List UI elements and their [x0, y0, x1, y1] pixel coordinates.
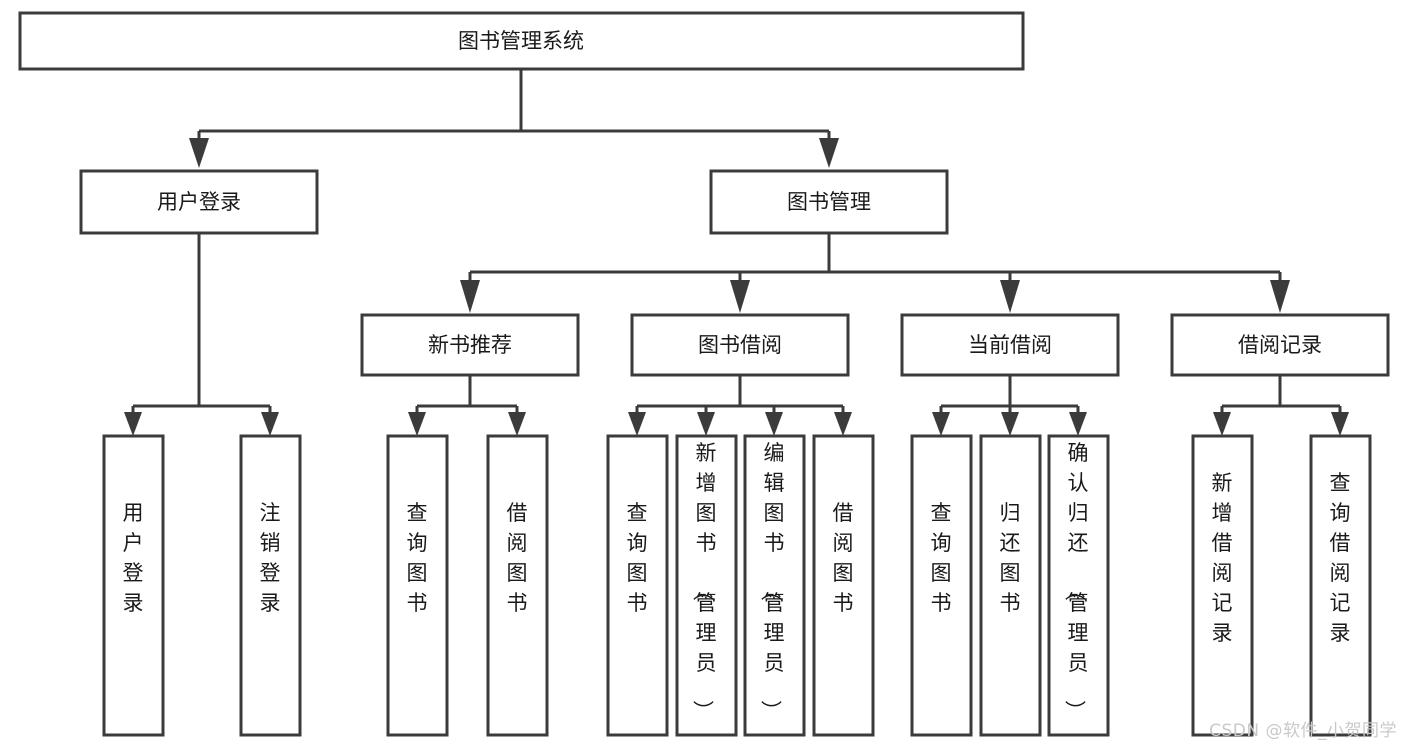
leaf-user-login-label: 用户登录 — [123, 501, 144, 615]
leaf-confirm-return-label: 确认归还（管理员） — [1063, 441, 1089, 721]
leaf-borrow-book-2-label: 借阅图书 — [833, 501, 854, 615]
leaf-return-book-box[interactable] — [979, 434, 1042, 737]
leaf-add-record-label: 新增借阅记录 — [1212, 471, 1233, 645]
leaf-edit-book-label: 编辑图书（管理员） — [759, 441, 785, 721]
csdn-watermark: CSDN @软件_小贺同学 — [1209, 721, 1397, 741]
leaf-borrow-book-1-box[interactable] — [486, 434, 549, 737]
leaf-logout[interactable]: 注销登录 — [239, 434, 302, 737]
node-root-box[interactable] — [18, 11, 1025, 71]
connector-group-current-borrow — [932, 376, 1087, 436]
leaf-logout-box[interactable] — [239, 434, 302, 737]
node-borrow-record-box[interactable] — [1170, 313, 1390, 377]
arrowhead-leaf-add-book — [697, 412, 715, 436]
leaf-return-book-label: 归还图书 — [1000, 501, 1021, 615]
leaf-borrow-book-1-label: 借阅图书 — [507, 501, 528, 615]
arrowhead-leaf-borrow-book-2 — [834, 412, 852, 436]
leaf-add-book[interactable]: 新增图书（管理员） — [675, 434, 738, 737]
leaf-confirm-return[interactable]: 确认归还（管理员） — [1047, 434, 1110, 737]
leaf-borrow-book-2[interactable]: 借阅图书 — [812, 434, 875, 737]
node-user-login-label: 用户登录 — [157, 190, 241, 214]
arrowhead-leaf-return-book — [1001, 412, 1019, 436]
leaf-add-record-box[interactable] — [1191, 434, 1254, 737]
node-current-borrow[interactable]: 当前借阅 — [900, 313, 1120, 377]
node-borrow-record[interactable]: 借阅记录 — [1170, 313, 1390, 377]
leaf-add-record[interactable]: 新增借阅记录 — [1191, 434, 1254, 737]
leaf-add-book-box[interactable] — [675, 434, 738, 737]
arrowhead-leaf-query-book-1 — [408, 412, 426, 436]
leaf-query-record-label: 查询借阅记录 — [1330, 471, 1351, 645]
node-book-manage-label: 图书管理 — [787, 190, 871, 214]
leaf-borrow-book-1[interactable]: 借阅图书 — [486, 434, 549, 737]
node-book-borrow-box[interactable] — [630, 313, 850, 377]
leaf-query-record[interactable]: 查询借阅记录 — [1309, 434, 1372, 737]
arrowhead-to-new-book-recommend — [460, 280, 480, 313]
arrowhead-leaf-confirm-return — [1069, 412, 1087, 436]
leaf-query-book-3-box[interactable] — [910, 434, 973, 737]
leaf-edit-book-box[interactable] — [743, 434, 806, 737]
leaf-query-book-1[interactable]: 查询图书 — [386, 434, 449, 737]
node-user-login-box[interactable] — [79, 169, 319, 235]
node-new-book-recommend-label: 新书推荐 — [428, 333, 512, 357]
node-user-login[interactable]: 用户登录 — [79, 169, 319, 235]
connector-group-user-login — [124, 233, 279, 436]
arrowhead-to-borrow-record — [1270, 280, 1290, 313]
node-book-borrow-label: 图书借阅 — [698, 333, 782, 357]
arrowhead-leaf-borrow-book-1 — [508, 412, 526, 436]
leaf-confirm-return-box[interactable] — [1047, 434, 1110, 737]
arrowhead-to-user-login — [189, 138, 209, 168]
arrowhead-leaf-query-record — [1331, 412, 1349, 436]
leaf-query-record-box[interactable] — [1309, 434, 1372, 737]
arrowhead-leaf-query-book-3 — [932, 412, 950, 436]
leaf-query-book-2[interactable]: 查询图书 — [606, 434, 669, 737]
leaf-borrow-book-2-box[interactable] — [812, 434, 875, 737]
leaf-query-book-3-label: 查询图书 — [931, 501, 952, 615]
connector-group-root — [189, 70, 839, 168]
leaf-query-book-2-box[interactable] — [606, 434, 669, 737]
node-root-label: 图书管理系统 — [458, 29, 584, 53]
leaf-user-login-box[interactable] — [102, 434, 165, 737]
arrowhead-leaf-user-login — [124, 412, 142, 436]
arrowhead-leaf-edit-book — [765, 412, 783, 436]
arrowhead-leaf-logout — [261, 412, 279, 436]
arrowhead-leaf-add-record — [1213, 412, 1231, 436]
leaf-add-book-label: 新增图书（管理员） — [691, 441, 717, 721]
arrowhead-to-book-borrow — [730, 280, 750, 313]
arrowhead-to-book-manage — [819, 138, 839, 168]
arrowhead-to-current-borrow — [1000, 280, 1020, 313]
node-new-book-recommend-box[interactable] — [360, 313, 580, 377]
connector-group-book-manage — [460, 233, 1290, 313]
node-book-manage[interactable]: 图书管理 — [709, 169, 949, 235]
connector-group-borrow-record — [1213, 376, 1349, 436]
node-root[interactable]: 图书管理系统 — [18, 11, 1025, 71]
connector-group-new-book-recommend — [408, 376, 526, 436]
connector-group-book-borrow — [628, 376, 852, 436]
node-book-manage-box[interactable] — [709, 169, 949, 235]
leaf-return-book[interactable]: 归还图书 — [979, 434, 1042, 737]
node-borrow-record-label: 借阅记录 — [1238, 333, 1322, 357]
node-current-borrow-box[interactable] — [900, 313, 1120, 377]
leaf-query-book-3[interactable]: 查询图书 — [910, 434, 973, 737]
leaf-logout-label: 注销登录 — [260, 501, 281, 615]
leaf-query-book-2-label: 查询图书 — [627, 501, 648, 615]
leaf-edit-book[interactable]: 编辑图书（管理员） — [743, 434, 806, 737]
node-current-borrow-label: 当前借阅 — [968, 333, 1052, 357]
node-book-borrow[interactable]: 图书借阅 — [630, 313, 850, 377]
arrowhead-leaf-query-book-2 — [628, 412, 646, 436]
leaf-user-login[interactable]: 用户登录 — [102, 434, 165, 737]
leaf-query-book-1-label: 查询图书 — [407, 501, 428, 615]
leaf-query-book-1-box[interactable] — [386, 434, 449, 737]
node-new-book-recommend[interactable]: 新书推荐 — [360, 313, 580, 377]
